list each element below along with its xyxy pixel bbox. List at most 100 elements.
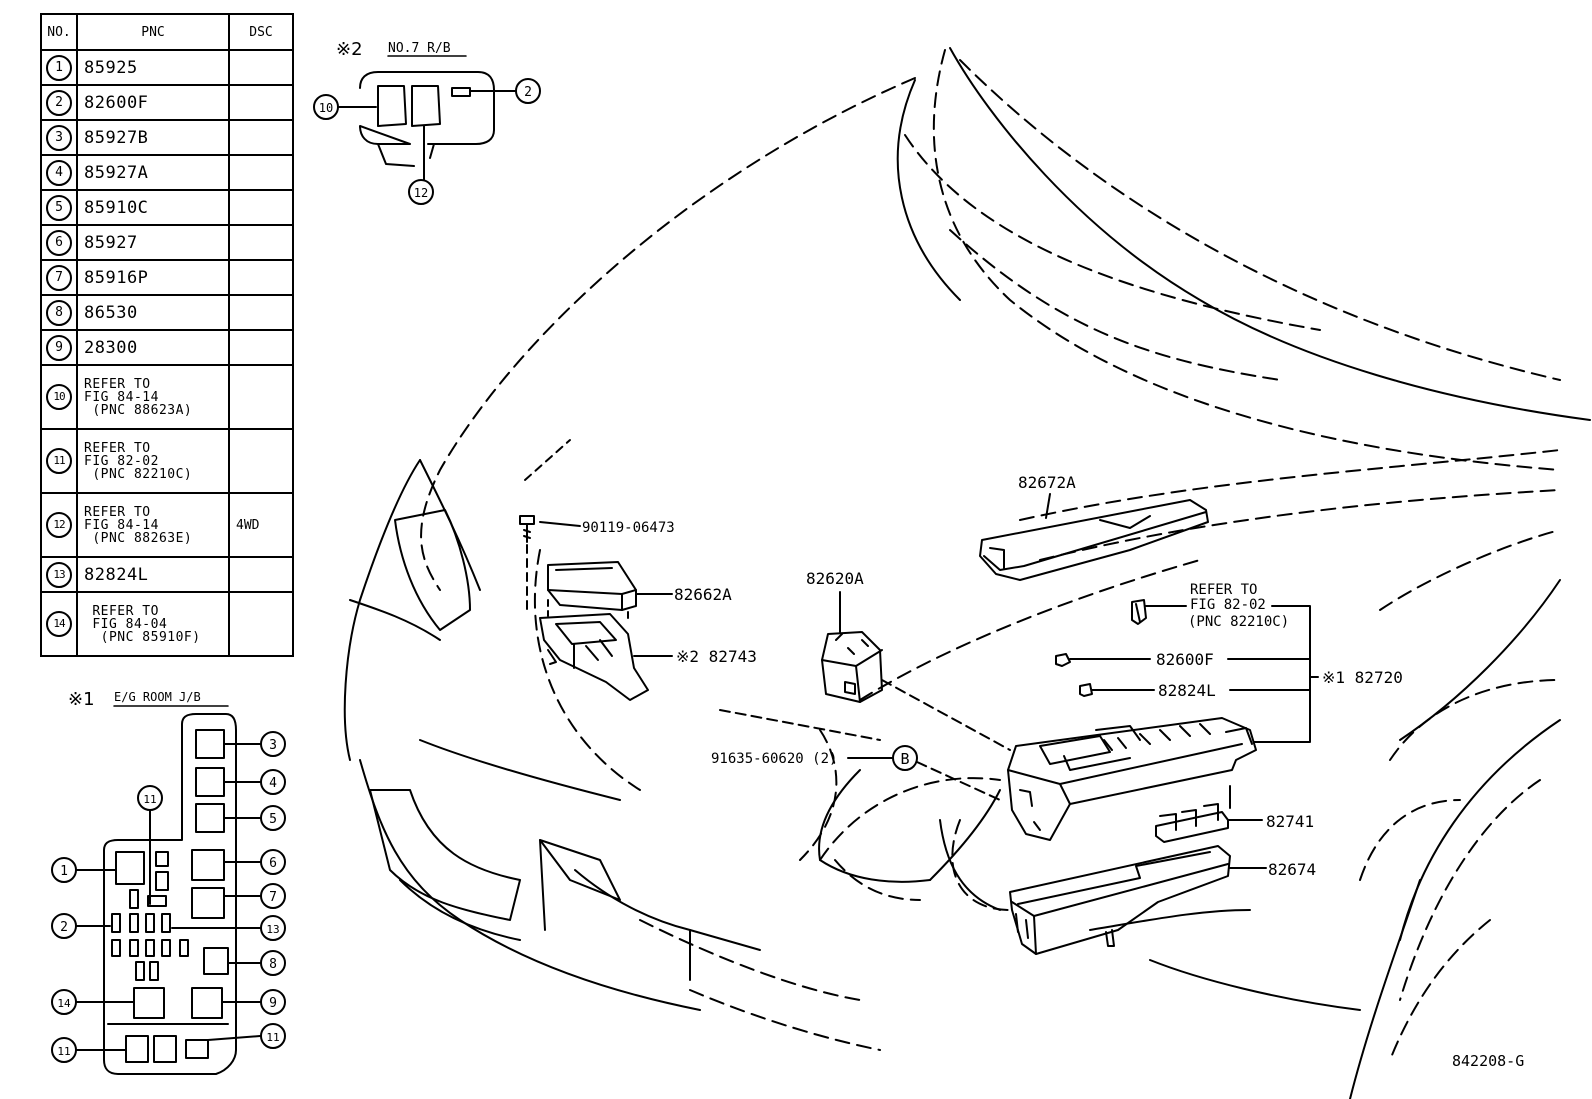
top-cover-label: 82672A — [1018, 473, 1076, 492]
svg-text:14: 14 — [57, 997, 71, 1010]
row-number-cell: 12 — [40, 492, 78, 558]
row-number-badge: 14 — [46, 611, 72, 637]
svg-text:11: 11 — [57, 1045, 70, 1058]
row-pnc-cell: 85927 — [76, 224, 230, 261]
lower-case-part — [1009, 845, 1231, 955]
row-number-badge: 5 — [46, 194, 72, 221]
refer-relay-part — [1131, 599, 1147, 625]
pnc-text: REFER TO — [84, 603, 159, 619]
refer-line2: FIG 82-02 — [1190, 597, 1266, 613]
svg-text:2: 2 — [524, 85, 532, 100]
top-cover-part — [979, 499, 1209, 581]
bolt-mount-dashed — [524, 439, 571, 481]
pnc-text: REFER TO — [84, 376, 151, 392]
row-pnc-cell: 82824L — [76, 556, 230, 593]
row-dsc-cell — [228, 294, 294, 331]
row-number-badge: 3 — [46, 124, 72, 151]
row-number-badge: 1 — [46, 54, 72, 81]
clip-label: 91635-60620 (2) — [711, 751, 837, 767]
inset-rb-callout-10: 10 — [313, 94, 339, 120]
svg-text:6: 6 — [269, 856, 277, 871]
clip-mark: B — [900, 750, 909, 768]
refer-line1: REFER TO — [1190, 582, 1257, 598]
row-number-cell: 10 — [40, 364, 78, 430]
small-cover-label: 82662A — [674, 585, 732, 604]
row-number-cell: 4 — [40, 154, 78, 191]
row-number-badge: 9 — [46, 334, 72, 361]
pnc-text: FIG 84-14 — [84, 517, 159, 533]
jb-callout-14: 14 — [51, 989, 77, 1015]
row-number-cell: 3 — [40, 119, 78, 156]
inset-jb-mark: ※1 — [68, 689, 95, 710]
clip-mark-circle — [892, 745, 918, 771]
row-dsc-cell: 4WD — [228, 492, 294, 558]
header-pnc: PNC — [76, 13, 230, 51]
svg-text:8: 8 — [269, 957, 277, 972]
jb-callout-2: 2 — [51, 913, 77, 939]
pnc-text: 85925 — [84, 57, 138, 78]
row-dsc-cell — [228, 224, 294, 261]
svg-text:3: 3 — [269, 738, 277, 753]
jb-callout-11-left: 11 — [51, 1037, 77, 1063]
table-row: 1 85925 — [40, 49, 294, 86]
top-cover-leader — [1045, 493, 1051, 519]
inset-rb-callout-12: 12 — [408, 179, 434, 205]
inset-jb-title: E/G ROOM J/B — [114, 690, 201, 704]
svg-text:9: 9 — [269, 996, 277, 1011]
figure-code: 842208-G — [1452, 1052, 1524, 1070]
relay-block-dashed — [547, 599, 629, 621]
row-dsc-cell — [228, 189, 294, 226]
bolt-label: 90119-06473 — [582, 520, 675, 536]
pnc-text: 85910C — [84, 197, 149, 218]
small-cover-part — [547, 561, 637, 611]
lower-case-label: 82674 — [1268, 860, 1316, 879]
row-dsc-cell — [228, 329, 294, 366]
row-dsc-cell — [228, 154, 294, 191]
relay-label: 82620A — [806, 569, 864, 588]
pnc-text: (PNC 82210C) — [84, 466, 193, 482]
jb-callout-11-right: 11 — [260, 1023, 286, 1049]
junction-block-part — [1007, 717, 1257, 841]
row-pnc-cell: REFER TO FIG 84-04 (PNC 85910F) — [76, 591, 230, 657]
pnc-text: 85927A — [84, 162, 149, 183]
row-number-badge: 6 — [46, 229, 72, 256]
pnc-text: (PNC 88623A) — [84, 402, 193, 418]
inset-junction-block: ※1 E/G ROOM J/B — [51, 689, 286, 1075]
pnc-text: FIG 82-02 — [84, 453, 159, 469]
row-pnc-cell: 85927B — [76, 119, 230, 156]
pnc-text: 28300 — [84, 337, 138, 358]
jb-callout-9: 9 — [260, 989, 286, 1015]
table-row: 9 28300 — [40, 329, 294, 366]
row-number-cell: 8 — [40, 294, 78, 331]
row-dsc-cell — [228, 119, 294, 156]
jb-callout-6: 6 — [260, 849, 286, 875]
row-number-cell: 5 — [40, 189, 78, 226]
row-number-cell: 7 — [40, 259, 78, 296]
bolt-part — [519, 515, 581, 543]
svg-text:7: 7 — [269, 890, 277, 905]
pnc-text: REFER TO — [84, 504, 151, 520]
svg-text:10: 10 — [319, 101, 333, 115]
jb-callout-3: 3 — [260, 731, 286, 757]
row-number-badge: 7 — [46, 264, 72, 291]
pnc-text: 85916P — [84, 267, 149, 288]
svg-text:11: 11 — [266, 1031, 279, 1044]
small-relay-block-part — [1155, 785, 1231, 843]
row-number-badge: 12 — [46, 512, 72, 538]
pnc-text: FIG 84-14 — [84, 389, 159, 405]
refer-line3: (PNC 82210C) — [1188, 614, 1289, 630]
vehicle-body-solid — [343, 47, 1591, 1099]
pnc-text: REFER TO — [84, 440, 151, 456]
row-dsc-cell — [228, 428, 294, 494]
row-number-badge: 4 — [46, 159, 72, 186]
